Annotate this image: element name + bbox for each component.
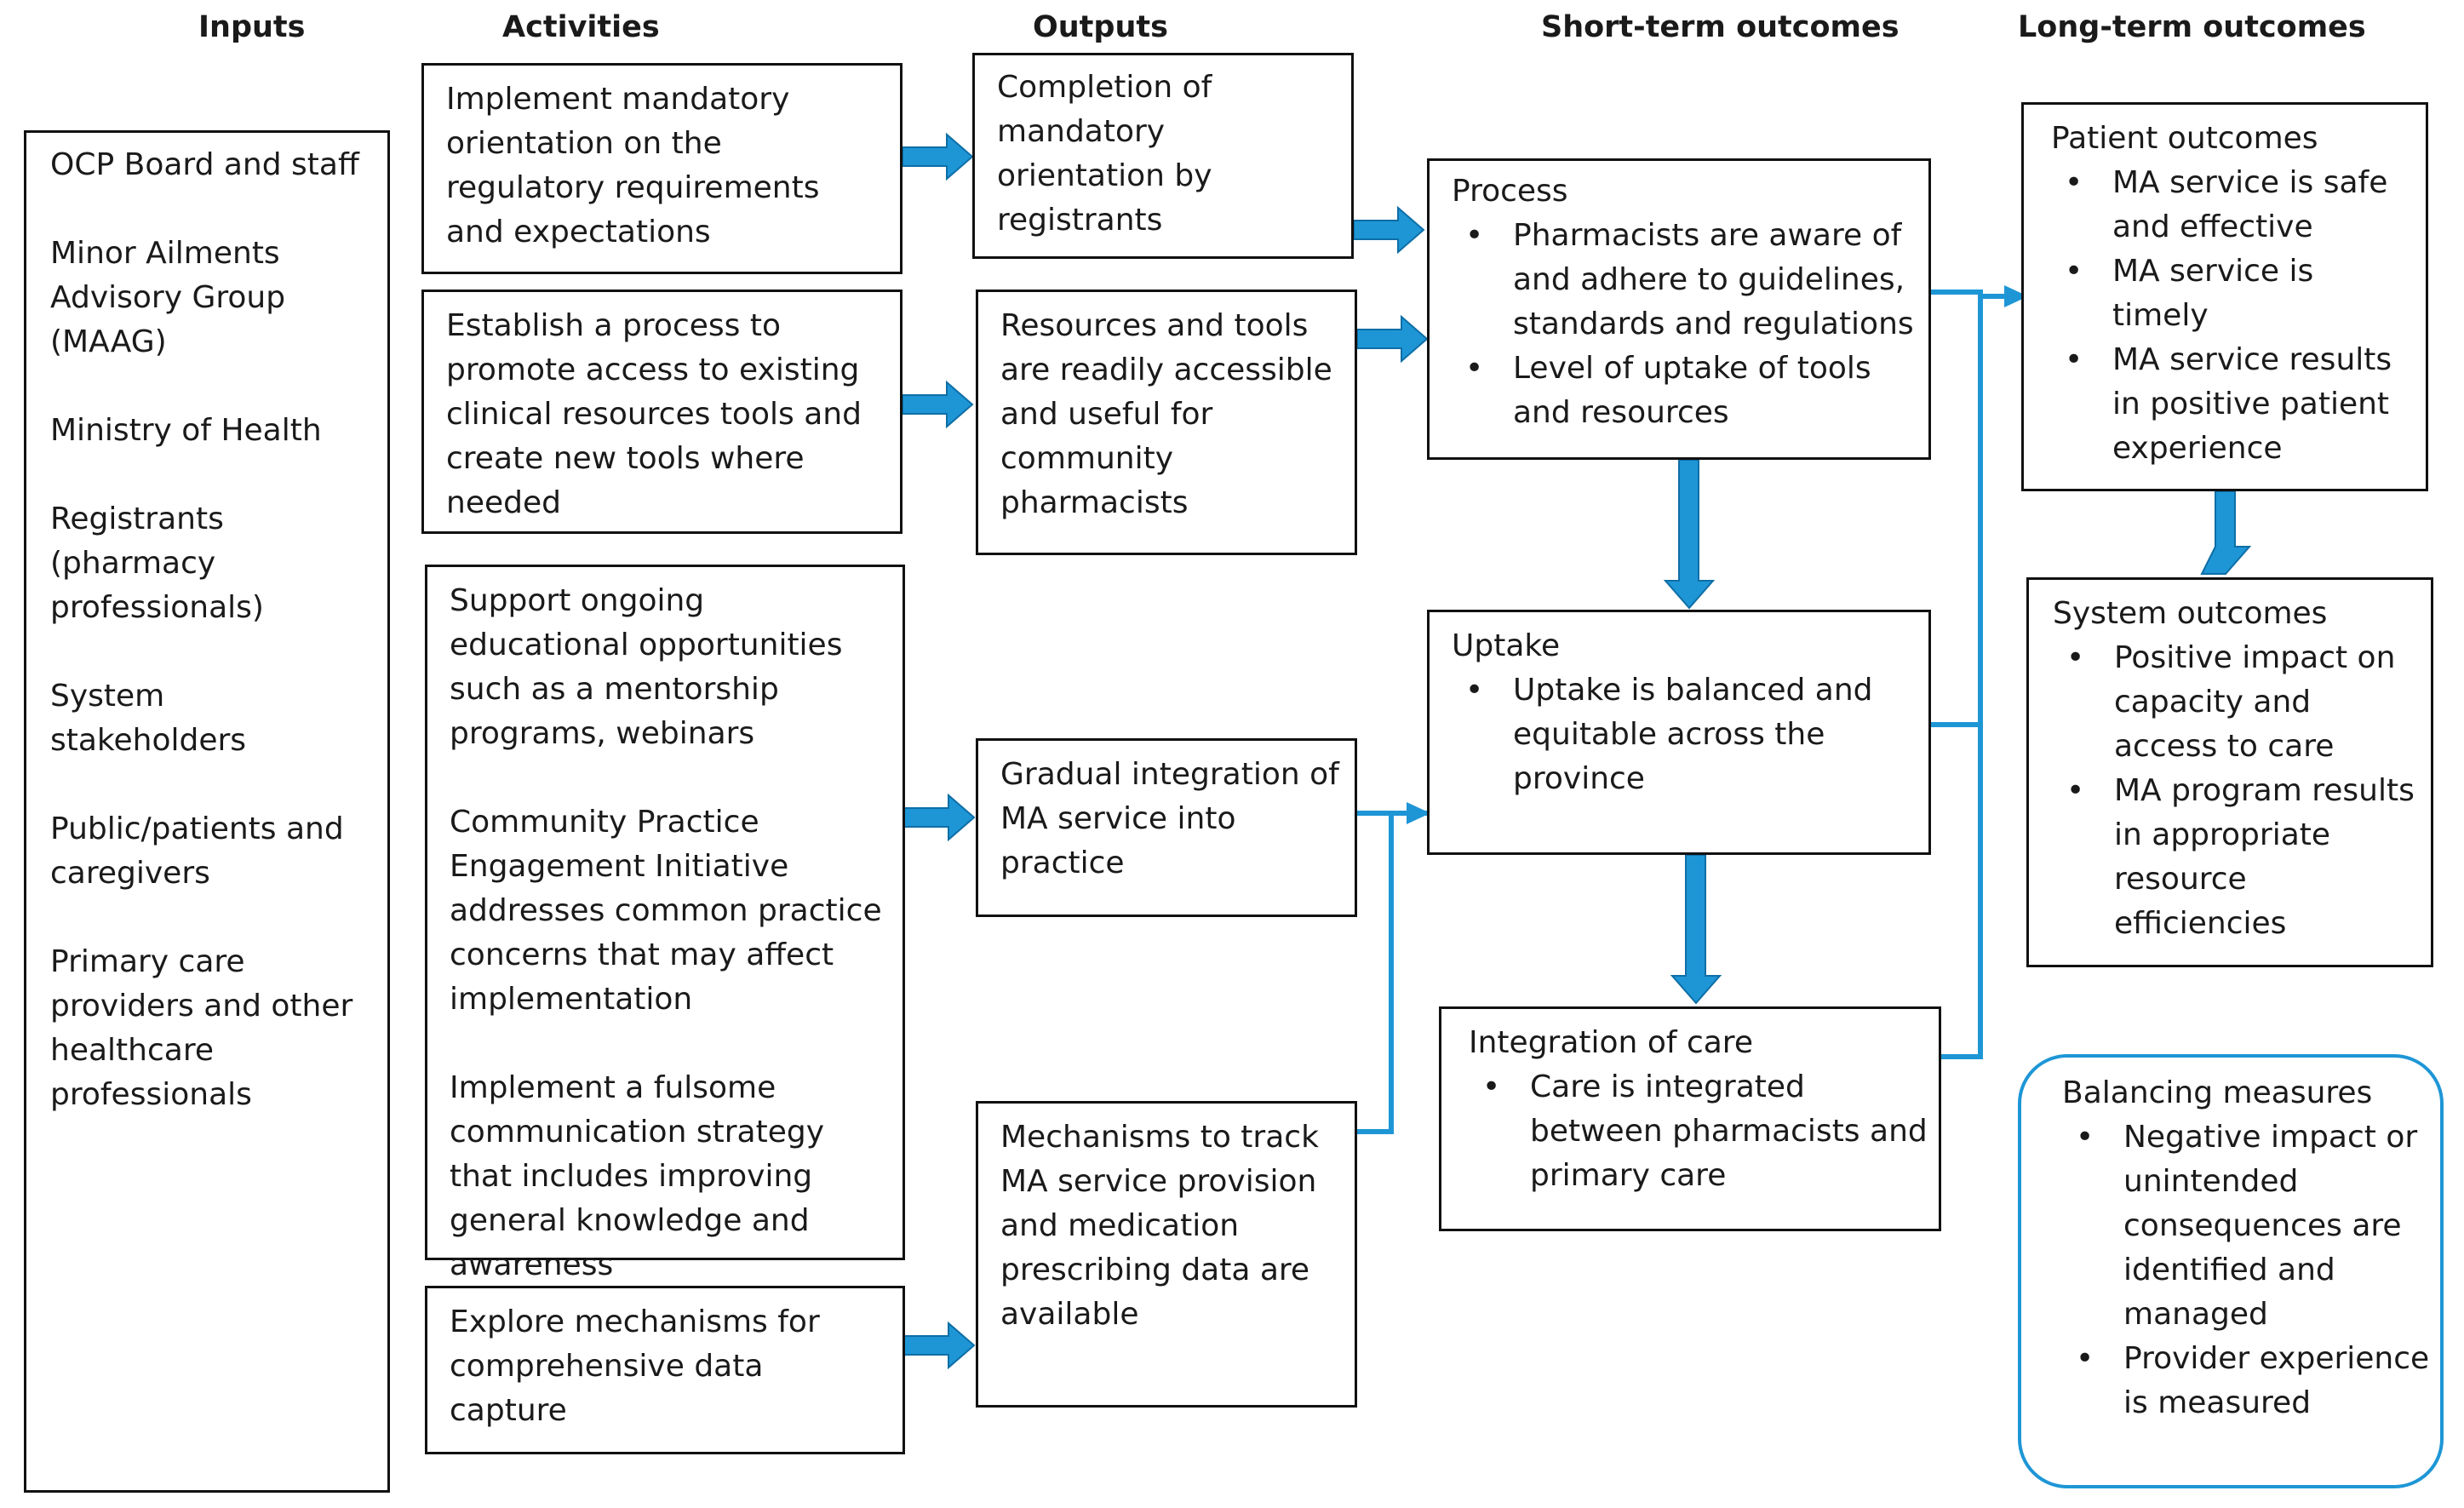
- header-outputs: Outputs: [1033, 10, 1168, 44]
- connector-short-term-to-long-term: [1931, 290, 1983, 1059]
- arrow-data-capture-to-tracking: [903, 1321, 976, 1370]
- bullet-item: MA service results in positive patient e…: [2051, 338, 2415, 471]
- bullet-item: MA service is timely: [2051, 249, 2415, 338]
- output-box-orientation-completion: Completion of mandatory orientation by r…: [972, 53, 1354, 259]
- input-item: Ministry of Health: [50, 413, 322, 448]
- header-short-term-outcomes: Short-term outcomes: [1541, 10, 1900, 44]
- system-outcomes-title: System outcomes: [2053, 596, 2328, 631]
- long-term-box-patient-outcomes: Patient outcomes MA service is safe and …: [2021, 102, 2428, 491]
- bullet-item: MA service is safe and effective: [2051, 161, 2415, 249]
- balancing-measures-bullet-list: Negative impact or unintended consequenc…: [2062, 1115, 2430, 1425]
- process-bullet-list: Pharmacists are aware of and adhere to g…: [1452, 214, 1917, 435]
- integration-bullet-list: Care is integrated between pharmacists a…: [1469, 1065, 1928, 1198]
- output-box-tracking-mechanisms: Mechanisms to track MA service provision…: [976, 1101, 1357, 1408]
- arrow-activities-to-gradual-integration: [903, 793, 976, 842]
- activity-box-data-capture: Explore mechanisms for comprehensive dat…: [425, 1286, 905, 1454]
- inputs-box: OCP Board and staff Minor Ailments Advis…: [24, 130, 390, 1493]
- input-item: Public/patients and caregivers: [50, 811, 344, 891]
- uptake-bullet-list: Uptake is balanced and equitable across …: [1452, 668, 1917, 801]
- input-item: Minor Ailments Advisory Group (MAAG): [50, 236, 286, 359]
- header-long-term-outcomes: Long-term outcomes: [2018, 10, 2366, 44]
- output-box-gradual-integration: Gradual integration of MA service into p…: [976, 738, 1357, 917]
- arrow-uptake-to-integration: [1670, 854, 1722, 1005]
- activity-text: Establish a process to promote access to…: [446, 308, 862, 520]
- bullet-item: Care is integrated between pharmacists a…: [1469, 1065, 1928, 1198]
- activity-box-resources-process: Establish a process to promote access to…: [421, 290, 903, 534]
- input-item: OCP Board and staff: [50, 147, 359, 182]
- input-item: Registrants (pharmacy professionals): [50, 502, 264, 625]
- bullet-item: Level of uptake of tools and resources: [1452, 347, 1917, 435]
- uptake-title: Uptake: [1452, 628, 1561, 663]
- activity-box-orientation: Implement mandatory orientation on the r…: [421, 63, 903, 274]
- input-item: Primary care providers and other healthc…: [50, 944, 353, 1112]
- balancing-measures-title: Balancing measures: [2062, 1075, 2373, 1110]
- bullet-item: MA program results in appropriate resour…: [2053, 769, 2422, 946]
- activity-box-education-community-communication: Support ongoing educational opportunitie…: [425, 565, 905, 1282]
- patient-outcomes-bullet-list: MA service is safe and effective MA serv…: [2051, 161, 2415, 471]
- output-text: Mechanisms to track MA service provision…: [1000, 1120, 1319, 1332]
- activity-text: Community Practice Engagement Initiative…: [450, 805, 882, 1017]
- activity-text: Implement mandatory orientation on the r…: [446, 82, 820, 249]
- output-text: Completion of mandatory orientation by r…: [997, 70, 1212, 238]
- arrow-patient-to-system: [2200, 490, 2252, 575]
- system-outcomes-bullet-list: Positive impact on capacity and access t…: [2053, 636, 2422, 946]
- arrow-resources-process-to-resources-accessible: [902, 380, 974, 429]
- output-text: Gradual integration of MA service into p…: [1000, 757, 1339, 880]
- long-term-box-balancing-measures: Balancing measures Negative impact or un…: [2018, 1054, 2444, 1488]
- integration-title: Integration of care: [1469, 1025, 1753, 1060]
- bullet-item: Pharmacists are aware of and adhere to g…: [1452, 214, 1917, 347]
- bullet-item: Negative impact or unintended consequenc…: [2062, 1115, 2430, 1337]
- process-title: Process: [1452, 174, 1568, 209]
- arrow-completion-to-process: [1353, 205, 1425, 255]
- output-text: Resources and tools are readily accessib…: [1000, 308, 1332, 520]
- activity-text: Support ongoing educational opportunitie…: [450, 583, 843, 751]
- header-inputs: Inputs: [198, 10, 306, 44]
- input-item: System stakeholders: [50, 679, 247, 758]
- header-activities: Activities: [502, 10, 660, 44]
- long-term-box-system-outcomes: System outcomes Positive impact on capac…: [2026, 577, 2433, 967]
- connector-outputs-to-uptake: [1354, 811, 1394, 1134]
- activity-text: Implement a fulsome communication strate…: [450, 1070, 824, 1282]
- patient-outcomes-title: Patient outcomes: [2051, 121, 2318, 156]
- short-term-box-process: Process Pharmacists are aware of and adh…: [1427, 158, 1931, 460]
- bullet-item: Provider experience is measured: [2062, 1337, 2430, 1425]
- arrow-resources-accessible-to-process: [1356, 314, 1429, 364]
- arrow-process-to-uptake: [1663, 459, 1716, 610]
- bullet-item: Uptake is balanced and equitable across …: [1452, 668, 1917, 801]
- output-box-resources-accessible: Resources and tools are readily accessib…: [976, 290, 1357, 555]
- short-term-box-uptake: Uptake Uptake is balanced and equitable …: [1427, 610, 1931, 855]
- bullet-item: Positive impact on capacity and access t…: [2053, 636, 2422, 769]
- arrow-orientation-to-completion: [902, 132, 974, 181]
- activity-text: Explore mechanisms for comprehensive dat…: [450, 1304, 820, 1428]
- short-term-box-integration-of-care: Integration of care Care is integrated b…: [1439, 1006, 1941, 1231]
